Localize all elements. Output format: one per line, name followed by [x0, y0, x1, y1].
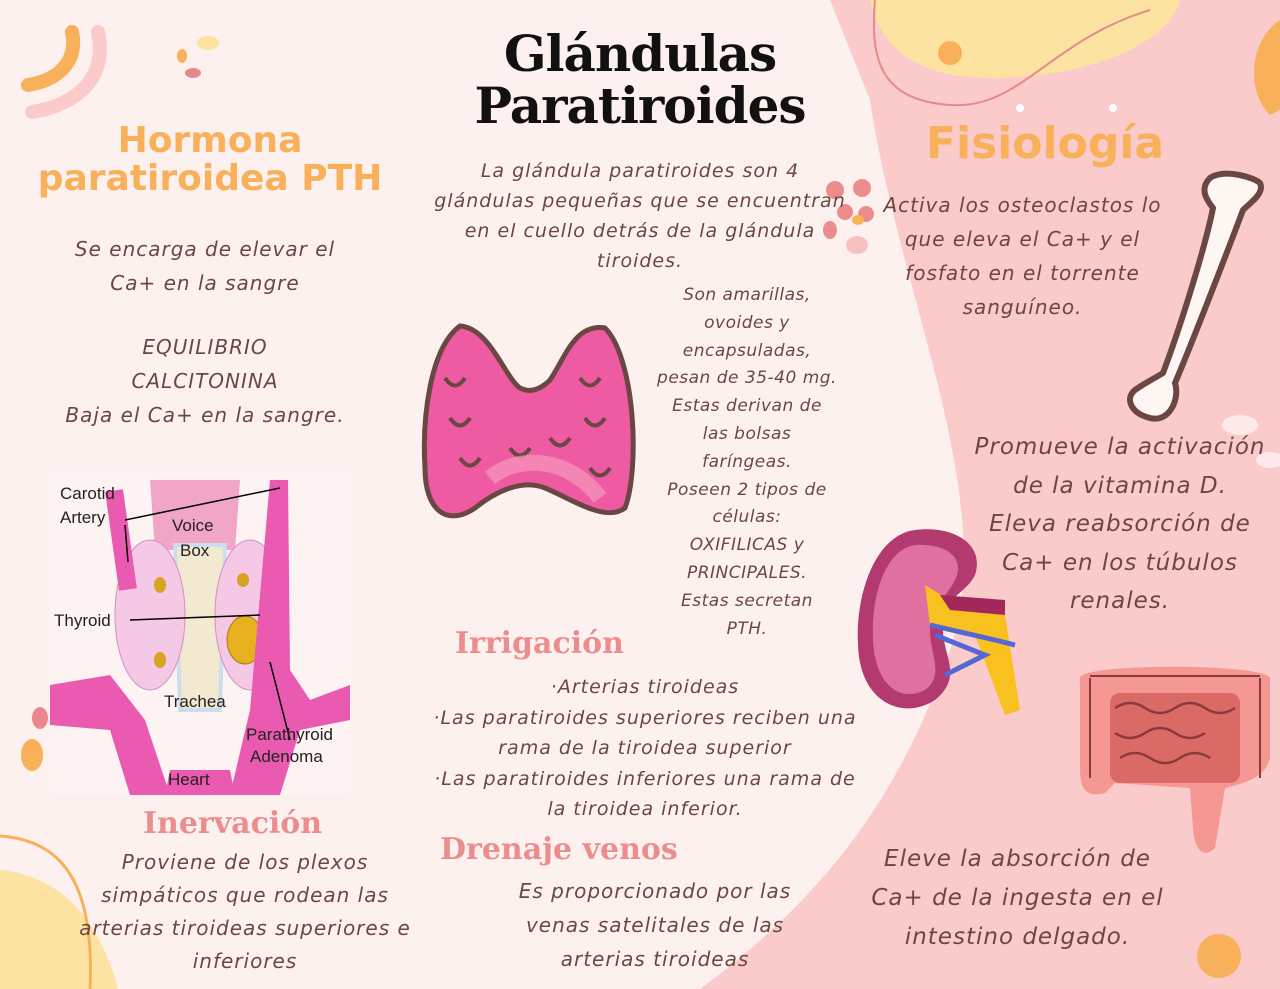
- label-voice: Voice: [172, 516, 214, 535]
- drenaje-heading: Drenaje venos: [440, 832, 678, 867]
- thyroid-gland-illustration: [421, 323, 636, 519]
- bone-effect-text: Activa los osteoclastos lo que eleva el …: [865, 188, 1180, 324]
- arc-orange: [21, 25, 81, 92]
- feature-line: PRINCIPALES.: [686, 562, 808, 583]
- feature-line: OXIFILICAS y: [689, 535, 805, 556]
- calcitonina-label: CALCITONINA: [131, 369, 279, 393]
- kidney-effect-line: Eleva reabsorción de: [989, 511, 1251, 537]
- bone-effect-line: Activa los osteoclastos lo: [883, 193, 1162, 217]
- label-trachea: Trachea: [164, 692, 226, 711]
- drenaje-text: Es proporcionado por las venas satelital…: [490, 874, 820, 976]
- pth-description: Se encarga de elevar el Ca+ en la sangre…: [20, 232, 390, 432]
- label-thyroid: Thyroid: [54, 611, 111, 630]
- kidney-effect-line: de la vitamina D.: [1013, 472, 1227, 499]
- intro-line: glándulas pequeñas que se encuentran: [434, 190, 846, 212]
- page-title: Glándulas Paratiroides: [440, 28, 840, 132]
- label-artery: Artery: [60, 508, 106, 527]
- yellow-blob-bottom: [0, 870, 118, 989]
- intestine-effect-text: Eleve la absorción de Ca+ de la ingesta …: [850, 840, 1185, 957]
- calcitonina-desc: Baja el Ca+ en la sangre.: [65, 403, 345, 427]
- feature-line: las bolsas: [702, 423, 792, 444]
- feature-line: Poseen 2 tipos de: [667, 479, 827, 500]
- intro-line: en el cuello detrás de la glándula: [464, 220, 816, 242]
- features-text: Son amarillas, ovoides y encapsuladas, p…: [642, 282, 852, 643]
- feature-line: ovoides y: [704, 312, 790, 333]
- drenaje-line: venas satelitales de las: [525, 913, 785, 937]
- feature-line: Son amarillas,: [683, 285, 811, 305]
- feature-line: células:: [712, 507, 782, 528]
- kidney-effect-line: renales.: [1069, 588, 1171, 614]
- inervacion-line: inferiores: [192, 949, 298, 973]
- bone-effect-line: sanguíneo.: [962, 295, 1083, 319]
- feature-line: Estas derivan de: [672, 396, 822, 417]
- feature-line: PTH.: [726, 618, 768, 639]
- inervacion-line: Proviene de los plexos: [121, 850, 369, 874]
- kidney-effect-line: Promueve la activación: [974, 434, 1266, 460]
- irrigacion-text: ·Arterias tiroideas ·Las paratiroides su…: [425, 672, 865, 825]
- irrigacion-line: rama de la tiroidea superior: [498, 737, 792, 759]
- bone-effect-line: que eleva el Ca+ y el: [904, 227, 1141, 251]
- label-adenoma: Adenoma: [250, 747, 323, 766]
- leaf-top-right: [1253, 20, 1280, 115]
- irrigacion-line: ·Las paratiroides inferiores una rama de: [434, 767, 856, 790]
- inervacion-text: Proviene de los plexos simpáticos que ro…: [65, 846, 425, 978]
- inervacion-heading: Inervación: [143, 806, 323, 841]
- feature-line: Estas secretan: [681, 590, 813, 611]
- irrigacion-line: ·Arterias tiroideas: [550, 676, 740, 698]
- drenaje-line: Es proporcionado por las: [518, 879, 792, 903]
- pth-desc-line: Ca+ en la sangre: [110, 271, 300, 295]
- irrigacion-line: la tiroidea inferior.: [547, 798, 743, 820]
- pth-desc-line: Se encarga de elevar el: [74, 237, 336, 261]
- irrigacion-heading: Irrigación: [455, 626, 624, 661]
- intro-text: La glándula paratiroides son 4 glándulas…: [425, 156, 855, 276]
- arc-pink: [25, 25, 107, 119]
- equilibrio-label: EQUILIBRIO: [142, 335, 268, 359]
- kidney-icon: [857, 529, 1020, 715]
- label-carotid: Carotid: [60, 484, 115, 503]
- title-line-2: Paratiroides: [474, 76, 806, 135]
- label-box: Box: [180, 541, 210, 560]
- neck-anatomy-diagram: Carotid Artery Voice Box Thyroid Trachea…: [50, 470, 350, 795]
- intestine-icon: [1080, 666, 1270, 853]
- drenaje-line: arterias tiroideas: [560, 947, 750, 971]
- title-line-1: Glándulas: [503, 24, 777, 83]
- kidney-effect-text: Promueve la activación de la vitamina D.…: [955, 428, 1280, 621]
- pth-heading-line-2: paratiroidea PTH: [37, 158, 383, 199]
- diagram-illustration: [50, 470, 350, 795]
- intro-line: tiroides.: [596, 250, 684, 272]
- feature-line: encapsuladas,: [682, 340, 812, 361]
- inervacion-line: arterias tiroideas superiores e: [79, 916, 411, 940]
- bone-effect-line: fosfato en el torrente: [905, 261, 1140, 285]
- kidney-effect-line: Ca+ en los túbulos: [1002, 549, 1238, 576]
- intestine-effect-line: Ca+ de la ingesta en el: [871, 885, 1164, 911]
- irrigacion-line: ·Las paratiroides superiores reciben una: [433, 706, 857, 729]
- intestine-effect-line: intestino delgado.: [904, 924, 1131, 950]
- pth-heading: Hormona paratiroidea PTH: [10, 122, 410, 198]
- feature-line: faríngeas.: [702, 451, 792, 472]
- fisiologia-heading: Fisiología: [925, 118, 1165, 169]
- label-heart: Heart: [168, 770, 210, 789]
- bone-icon: [1127, 170, 1264, 422]
- feature-line: pesan de 35-40 mg.: [657, 368, 837, 389]
- intro-line: La glándula paratiroides son 4: [480, 160, 800, 182]
- label-parathyroid: Parathyroid: [246, 725, 333, 744]
- pth-heading-line-1: Hormona: [117, 120, 303, 161]
- inervacion-line: simpáticos que rodean las: [101, 883, 389, 907]
- intestine-effect-line: Eleve la absorción de: [884, 846, 1151, 872]
